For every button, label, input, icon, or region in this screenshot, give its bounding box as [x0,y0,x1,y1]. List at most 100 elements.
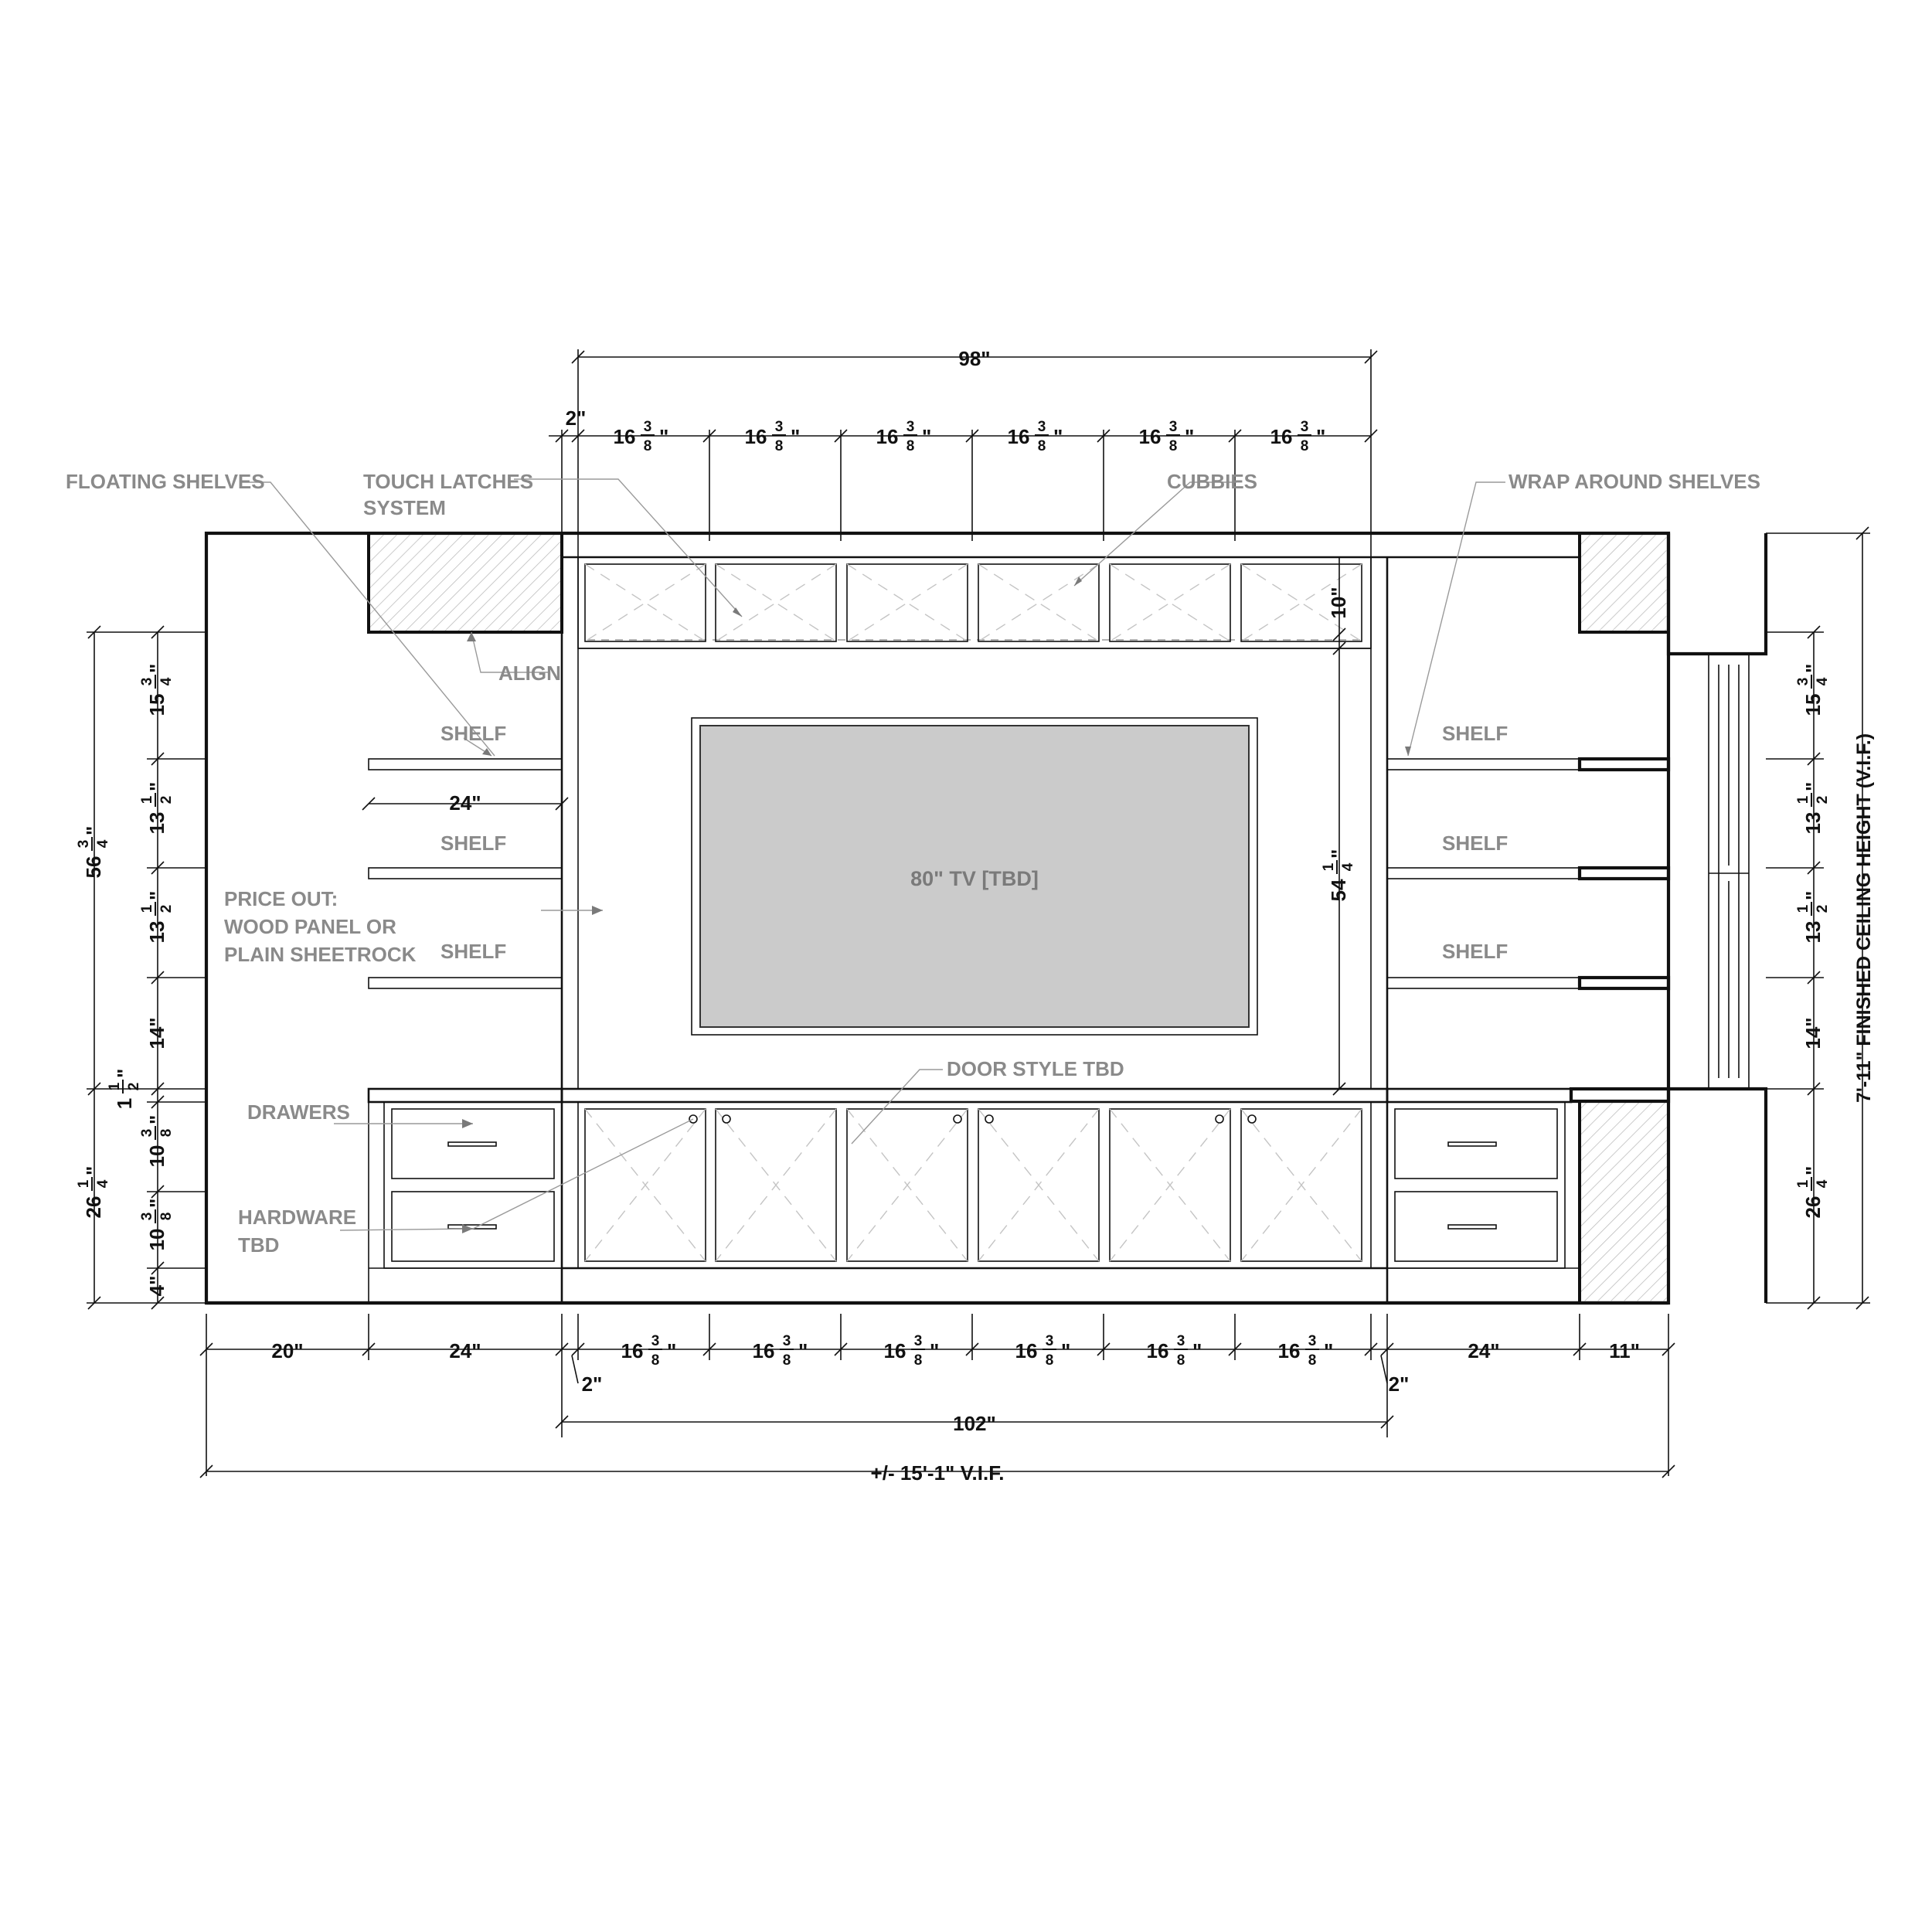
svg-text:13: 13 [1801,812,1825,835]
svg-text:16: 16 [745,425,767,448]
svg-text:26: 26 [82,1196,105,1219]
dim-16-3-8: 16 3 8 " [876,419,932,454]
note-shelf: SHELF [1442,832,1508,855]
dim-13-1-2: 13 1 2 " [1795,782,1831,835]
drawer-pull [447,1224,497,1230]
svg-text:8: 8 [1038,438,1046,454]
dim-16-3-8: 16 3 8 " [1147,1333,1202,1369]
svg-text:8: 8 [158,1129,175,1138]
note-price-out: PRICE OUT: [224,887,338,910]
svg-text:": " [1324,1339,1333,1362]
right-counter-wrap [1569,1087,1671,1104]
svg-text:16: 16 [876,425,899,448]
svg-text:2: 2 [158,905,175,913]
svg-text:4: 4 [95,839,111,848]
svg-text:2: 2 [1815,905,1831,913]
svg-text:3: 3 [914,1333,923,1349]
note-cubbies: CUBBIES [1167,470,1257,493]
dim-16-3-8: 16 3 8 " [745,419,801,454]
svg-text:": " [1801,664,1825,673]
svg-text:8: 8 [651,1352,660,1369]
dim-4: 4" [145,1276,168,1297]
svg-text:3: 3 [906,419,915,435]
svg-text:3: 3 [651,1333,660,1349]
svg-text:3: 3 [76,840,92,849]
left-cabinet [383,1101,563,1269]
svg-text:1: 1 [107,1082,123,1090]
svg-text:16: 16 [1270,425,1293,448]
svg-text:16: 16 [1147,1339,1169,1362]
svg-text:": " [1801,1166,1825,1175]
door [715,1108,837,1262]
dim-13-1-2: 13 1 2 " [139,891,175,944]
note-touch-latches: TOUCH LATCHES [363,470,533,493]
door [978,1108,1100,1262]
dim-26-1-4: 26 1 4 " [1795,1166,1831,1219]
left-dim-labels: 56 3 4 " 26 1 4 " 15 3 4 " 13 1 2 " [76,664,175,1297]
svg-text:": " [1192,1339,1202,1362]
dim-16-3-8: 16 3 8 " [753,1333,808,1369]
svg-text:": " [145,1199,168,1208]
svg-text:": " [113,1069,136,1078]
annotations: FLOATING SHELVES TOUCH LATCHES SYSTEM CU… [66,470,1760,1257]
svg-text:": " [145,782,168,791]
door [1109,1108,1231,1262]
dim-top-2: 2" [566,406,587,430]
wrap-shelf [1577,757,1671,772]
dim-15-3-4: 15 3 4 " [139,664,175,716]
dim-13-1-2: 13 1 2 " [1795,891,1831,944]
svg-text:8: 8 [1169,438,1178,454]
note-plain-sheetrock: PLAIN SHEETROCK [224,943,417,966]
dim-24-right: 24" [1468,1339,1499,1362]
svg-text:8: 8 [644,438,652,454]
svg-text:16: 16 [1015,1339,1038,1362]
dim-15-3-4: 15 3 4 " [1795,664,1831,716]
drawer [391,1191,555,1262]
svg-text:2: 2 [126,1083,142,1091]
cubby [1240,563,1362,642]
svg-text:8: 8 [775,438,784,454]
svg-text:2: 2 [1815,796,1831,804]
svg-text:15: 15 [1801,694,1825,716]
door [584,1108,706,1262]
svg-text:16: 16 [621,1339,644,1362]
dim-total: +/- 15'-1" V.I.F. [871,1461,1005,1485]
svg-text:1: 1 [139,904,155,913]
svg-text:": " [798,1339,808,1362]
note-shelf: SHELF [1442,722,1508,745]
svg-text:2: 2 [158,796,175,804]
svg-text:3: 3 [775,419,784,435]
svg-text:3: 3 [1301,419,1309,435]
leaders [240,478,1505,1231]
svg-text:4: 4 [1340,862,1356,871]
note-hardware-tbd: TBD [238,1233,279,1257]
tv-screen [699,725,1250,1028]
svg-text:": " [1061,1339,1070,1362]
right-dimensions [1766,526,1870,1310]
dim-16-3-8: 16 3 8 " [614,419,669,454]
svg-text:13: 13 [145,812,168,835]
svg-text:10: 10 [145,1229,168,1251]
svg-text:": " [930,1339,939,1362]
shelf [1386,758,1580,770]
note-align: ALIGN [498,662,561,685]
svg-text:1: 1 [1795,904,1811,913]
right-cabinet [1386,1101,1566,1269]
dim-16-3-8: 16 3 8 " [884,1333,940,1369]
svg-text:8: 8 [1308,1352,1317,1369]
cubby [584,563,706,642]
drawer-pull [1447,1141,1497,1147]
svg-text:": " [1053,425,1063,448]
touch-latch-dots [689,1114,1257,1124]
dim-54-1-4: 54 1 4 " [1321,849,1356,902]
leader-arrows [462,577,1411,1233]
svg-text:3: 3 [1795,678,1811,686]
svg-text:3: 3 [783,1333,791,1349]
door [577,1101,1372,1269]
dim-102: 102" [953,1412,996,1435]
dim-10-3-8: 10 3 8 " [139,1115,175,1168]
drawer [1394,1108,1558,1179]
dim-10-3-8: 10 3 8 " [139,1199,175,1251]
dim-16-3-8: 16 3 8 " [621,1333,677,1369]
